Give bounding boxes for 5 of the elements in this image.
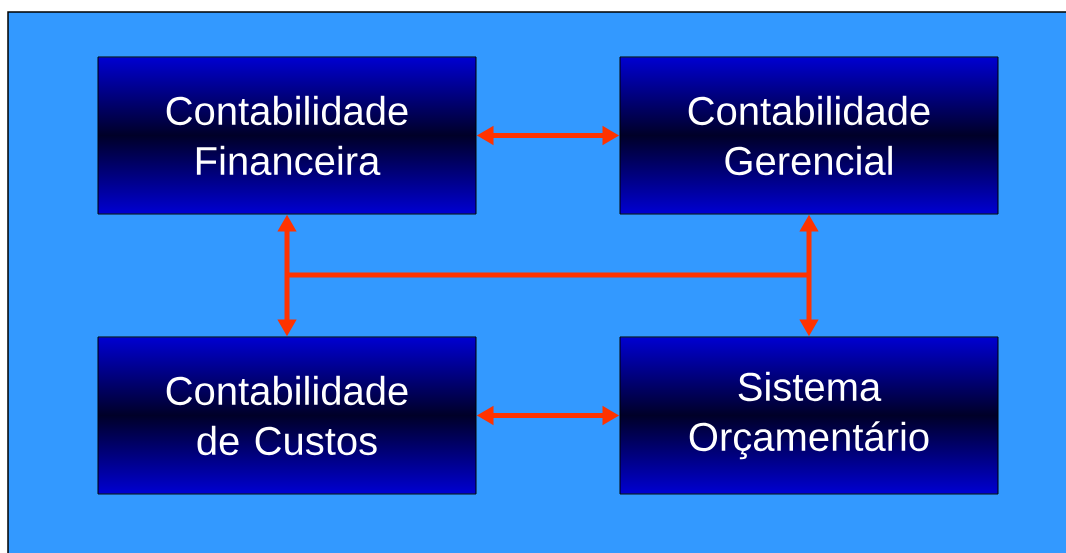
connector-line (287, 272, 809, 278)
process-box: Contabilidade Gerencial (619, 56, 999, 215)
process-box: Sistema Orçamentário (619, 336, 999, 495)
process-box: Contabilidade de Custos (97, 336, 477, 495)
process-box: Contabilidade Financeira (97, 56, 477, 215)
